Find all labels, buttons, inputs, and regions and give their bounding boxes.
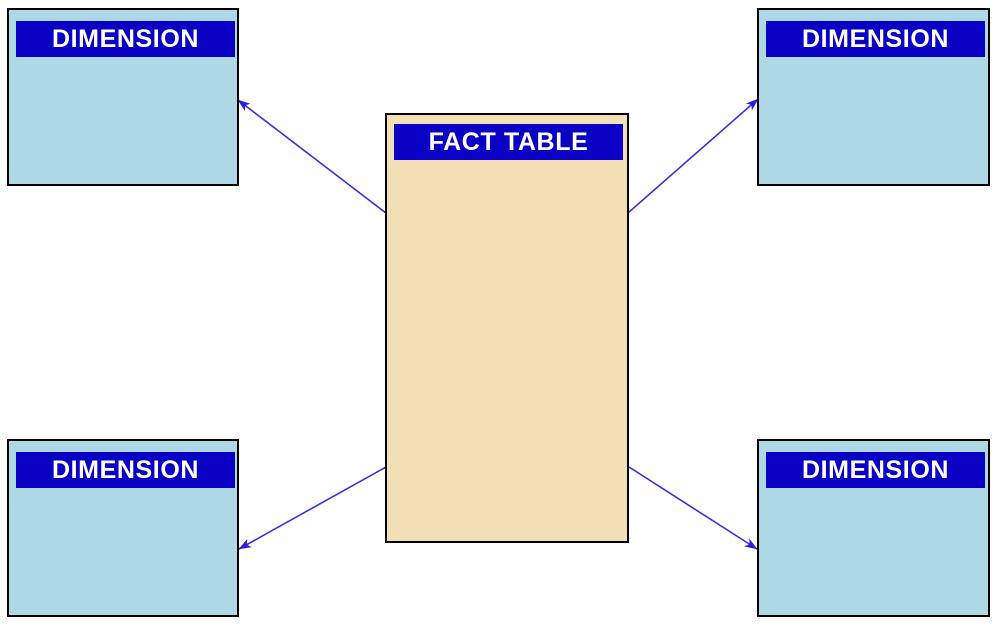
entity-dimension-top-right[interactable]: DIMENSION xyxy=(757,8,990,186)
link-fact-to-top-right xyxy=(627,98,759,214)
entity-title: DIMENSION xyxy=(51,24,200,53)
entity-header-dimension-top-right: DIMENSION xyxy=(766,21,985,57)
link-fact-to-bottom-left xyxy=(238,466,387,550)
entity-dimension-top-left[interactable]: DIMENSION xyxy=(7,8,239,186)
entity-title: FACT TABLE xyxy=(428,127,589,156)
entity-dimension-bottom-left[interactable]: DIMENSION xyxy=(7,439,239,617)
entity-body-dimension-bottom-right xyxy=(759,488,988,615)
entity-header-dimension-bottom-left: DIMENSION xyxy=(16,452,235,488)
entity-title: DIMENSION xyxy=(801,24,950,53)
entity-header-fact-table: FACT TABLE xyxy=(394,124,623,160)
link-line-bottom-left xyxy=(238,466,387,550)
link-line-top-left xyxy=(237,99,387,214)
entity-body-dimension-top-left xyxy=(9,57,237,184)
entity-body-dimension-bottom-left xyxy=(9,488,237,615)
link-fact-to-bottom-right xyxy=(628,466,758,550)
entity-dimension-bottom-right[interactable]: DIMENSION xyxy=(757,439,990,617)
entity-body-dimension-top-right xyxy=(759,57,988,184)
entity-body-fact-table xyxy=(387,160,627,541)
link-fact-to-top-left xyxy=(237,99,387,214)
entity-header-dimension-bottom-right: DIMENSION xyxy=(766,452,985,488)
link-line-top-right xyxy=(627,98,759,214)
entity-title: DIMENSION xyxy=(801,455,950,484)
entity-fact-table[interactable]: FACT TABLE xyxy=(385,113,629,543)
entity-title: DIMENSION xyxy=(51,455,200,484)
link-line-bottom-right xyxy=(628,466,758,550)
entity-header-dimension-top-left: DIMENSION xyxy=(16,21,235,57)
